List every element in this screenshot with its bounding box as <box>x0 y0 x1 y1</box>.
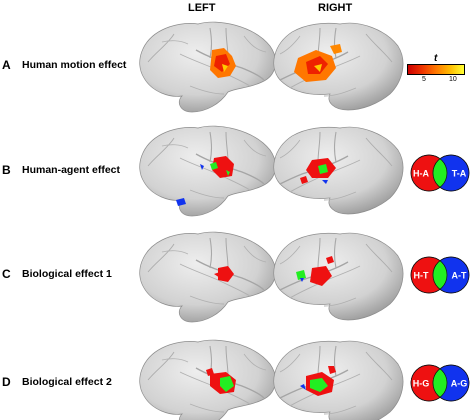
row-letter-a: A <box>2 58 11 72</box>
brain-left-row-d <box>139 339 277 420</box>
activation-cluster <box>210 162 218 170</box>
colorbar-tick-max: 10 <box>449 76 457 83</box>
colorbar-symbol: t <box>434 53 438 64</box>
brain-right-row-a <box>273 22 404 111</box>
activation-cluster <box>296 270 306 280</box>
row-title-c: Biological effect 1 <box>22 268 112 280</box>
colorbar-gradient <box>407 64 465 75</box>
activation-cluster <box>330 44 342 54</box>
activation-cluster <box>176 198 186 206</box>
activation-cluster <box>226 170 230 176</box>
activation-cluster <box>218 266 234 282</box>
activation-cluster <box>300 384 306 390</box>
venn-diagram-d: H-G A-G <box>410 364 470 402</box>
activation-cluster <box>314 64 322 72</box>
row-letter-d: D <box>2 375 11 389</box>
venn-right-label-c: A-T <box>452 271 467 281</box>
venn-left-label-d: H-G <box>413 379 430 389</box>
venn-left-label-c: H-T <box>414 271 429 281</box>
activation-cluster <box>318 164 328 174</box>
brain-left-row-a <box>139 21 277 113</box>
column-header-left: LEFT <box>188 2 216 14</box>
activation-cluster <box>214 272 220 278</box>
t-colorbar: t 5 10 <box>407 53 465 87</box>
row-letter-c: C <box>2 267 11 281</box>
activation-cluster <box>220 376 234 392</box>
brain-right-row-b <box>273 126 404 215</box>
venn-diagram-b: H-A T-A <box>410 154 470 192</box>
colorbar-tick-min: 5 <box>422 76 426 83</box>
activation-cluster <box>322 180 328 184</box>
activation-cluster <box>206 368 214 376</box>
activation-cluster <box>222 64 228 72</box>
venn-right-label-b: T-A <box>452 169 467 179</box>
venn-diagram-c: H-T A-T <box>410 256 470 294</box>
row-title-a: Human motion effect <box>22 59 127 71</box>
row-title-d: Biological effect 2 <box>22 376 112 388</box>
row-letter-b: B <box>2 163 11 177</box>
activation-cluster <box>200 164 204 170</box>
brain-left-row-c <box>139 231 277 323</box>
venn-right-label-d: A-G <box>451 379 468 389</box>
activation-cluster <box>300 176 308 184</box>
column-header-right: RIGHT <box>318 2 353 14</box>
venn-left-label-b: H-A <box>413 169 429 179</box>
activation-cluster <box>328 366 336 374</box>
activation-cluster <box>326 256 334 264</box>
activation-cluster <box>310 378 328 392</box>
brain-right-row-d <box>273 340 404 420</box>
activation-cluster <box>306 56 328 74</box>
activation-cluster <box>300 278 304 282</box>
row-title-b: Human-agent effect <box>22 164 121 176</box>
brain-right-row-c <box>273 232 404 321</box>
activation-cluster <box>310 266 332 286</box>
brain-left-row-b <box>139 125 277 217</box>
